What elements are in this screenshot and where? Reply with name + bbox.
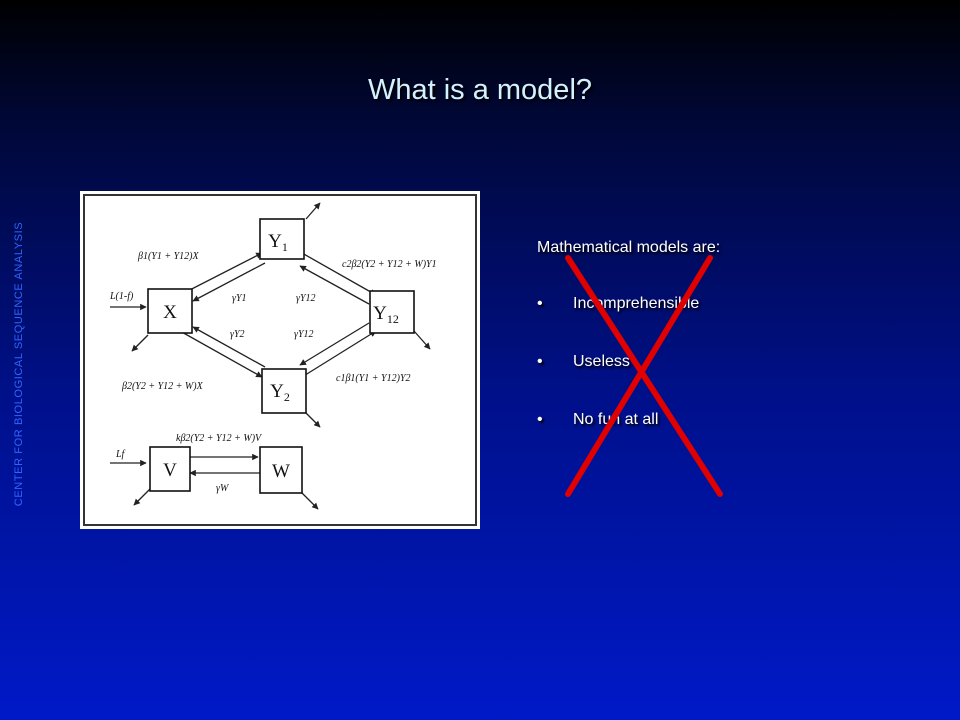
- red-cross-mark: [565, 255, 723, 497]
- arrow-y1-to-y12: [301, 252, 377, 296]
- node-x-label: X: [163, 302, 177, 323]
- arrow-y2-to-y12: [301, 330, 377, 378]
- node-v-label: V: [163, 460, 177, 481]
- label-y2-y12: c1β1(Y1 + Y12)Y2: [336, 373, 411, 384]
- node-w-label: W: [272, 461, 290, 482]
- label-inflow-x: L(1-f): [109, 291, 134, 302]
- model-diagram-svg: Y1 X Y12 Y2 V W β1(Y1 + Y12)X c2β2(Y2 + …: [83, 194, 477, 526]
- arrow-outflow-v: [133, 488, 151, 506]
- bullet-dot: •: [537, 295, 543, 312]
- node-x-box: [147, 288, 193, 334]
- bullet-dot: •: [537, 411, 543, 428]
- label-gamma-w: γW: [216, 483, 230, 494]
- arrow-x-to-y2: [179, 330, 263, 378]
- node-y2-box: [261, 368, 307, 414]
- slide-title: What is a model?: [367, 74, 593, 106]
- node-w-box: [259, 446, 303, 494]
- bullet-text: Incomprehensible: [573, 295, 700, 312]
- arrow-y2-to-x: [192, 326, 266, 368]
- bullet-dot: •: [537, 353, 543, 370]
- arrow-y1-to-x: [192, 262, 266, 302]
- bullet-text: Useless: [573, 353, 630, 370]
- arrow-outflow-y12: [413, 330, 431, 350]
- text-block: Mathematical models are: • Incomprehensib…: [537, 239, 797, 469]
- node-y1-box: [259, 218, 305, 260]
- label-v-to-w: kβ2(Y2 + Y12 + W)V: [176, 433, 263, 444]
- arrow-y12-to-y1: [299, 265, 370, 305]
- arrow-outflow-y2: [305, 412, 321, 428]
- cross-stroke-2: [565, 255, 723, 497]
- label-inflow-v: Lf: [115, 449, 126, 460]
- node-y2-label: Y2: [270, 381, 290, 404]
- label-gamma-y2: γY2: [230, 329, 245, 340]
- label-gamma-y12-bottom: γY12: [294, 329, 314, 340]
- bullet-list: •Incomprehensible •Useless •No fun at al…: [537, 295, 797, 469]
- arrow-outflow-w: [301, 492, 319, 510]
- list-heading: Mathematical models are:: [537, 239, 721, 256]
- label-x-to-y1: β1(Y1 + Y12)X: [137, 251, 200, 262]
- label-gamma-y12-top: γY12: [296, 293, 316, 304]
- label-x-to-y2: β2(Y2 + Y12 + W)X: [121, 381, 204, 392]
- arrow-outflow-y1: [305, 202, 321, 220]
- node-y12-box: [369, 290, 415, 334]
- label-y1-y12: c2β2(Y2 + Y12 + W)Y1: [342, 259, 437, 270]
- node-v-box: [149, 446, 191, 492]
- diagram-border: [83, 194, 477, 526]
- label-gamma-y1: γY1: [232, 293, 247, 304]
- model-diagram: Y1 X Y12 Y2 V W β1(Y1 + Y12)X c2β2(Y2 + …: [80, 191, 480, 529]
- list-item: • Incomprehensible: [537, 295, 797, 353]
- arrow-y12-to-y2: [299, 322, 370, 366]
- arrow-outflow-x: [131, 334, 149, 352]
- flow-arrows: [110, 202, 431, 510]
- side-label-text: CENTER FOR BIOLOGICAL SEQUENCE ANALYSIS: [13, 221, 26, 507]
- cross-stroke-1: [565, 255, 713, 497]
- arrow-x-to-y1: [179, 252, 263, 296]
- list-item: • Useless: [537, 353, 797, 411]
- node-y12-label: Y12: [373, 303, 399, 326]
- node-y1-label: Y1: [268, 231, 288, 254]
- vertical-side-label: CENTER FOR BIOLOGICAL SEQUENCE ANALYSIS: [8, 206, 30, 522]
